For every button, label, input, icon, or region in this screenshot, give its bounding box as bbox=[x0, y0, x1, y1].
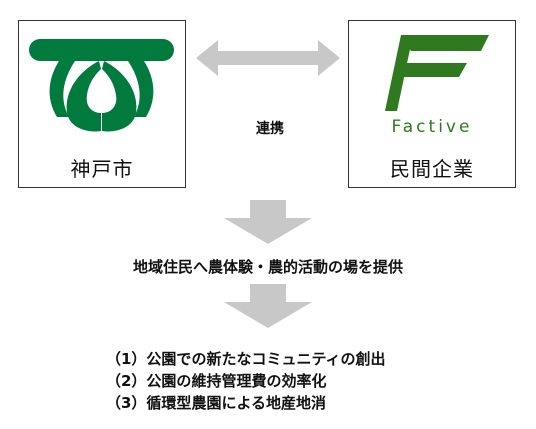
factive-wordmark: Factive bbox=[391, 117, 473, 137]
outcomes-list: （1）公園での新たなコミュニティの創出 （2）公園の維持管理費の効率化 （3）循… bbox=[106, 348, 386, 414]
kobe-city-emblem-icon bbox=[29, 39, 174, 132]
private-company-label: 民間企業 bbox=[390, 157, 474, 181]
factive-logo-icon bbox=[385, 35, 489, 111]
kobe-city-label: 神戸市 bbox=[70, 157, 134, 181]
outcome-item: （2）公園の維持管理費の効率化 bbox=[106, 372, 327, 390]
down-arrow-icon bbox=[224, 284, 312, 328]
outcome-item: （1）公園での新たなコミュニティの創出 bbox=[106, 350, 386, 368]
provision-statement: 地域住民へ農体験・農的活動の場を提供 bbox=[132, 258, 403, 276]
double-arrow-icon bbox=[196, 40, 340, 76]
relation-label: 連携 bbox=[256, 121, 284, 137]
private-company-box: Factive 民間企業 bbox=[348, 20, 516, 188]
down-arrow-icon bbox=[224, 200, 312, 244]
outcome-item: （3）循環型農園による地産地消 bbox=[106, 394, 326, 412]
kobe-city-box: 神戸市 bbox=[18, 20, 186, 188]
